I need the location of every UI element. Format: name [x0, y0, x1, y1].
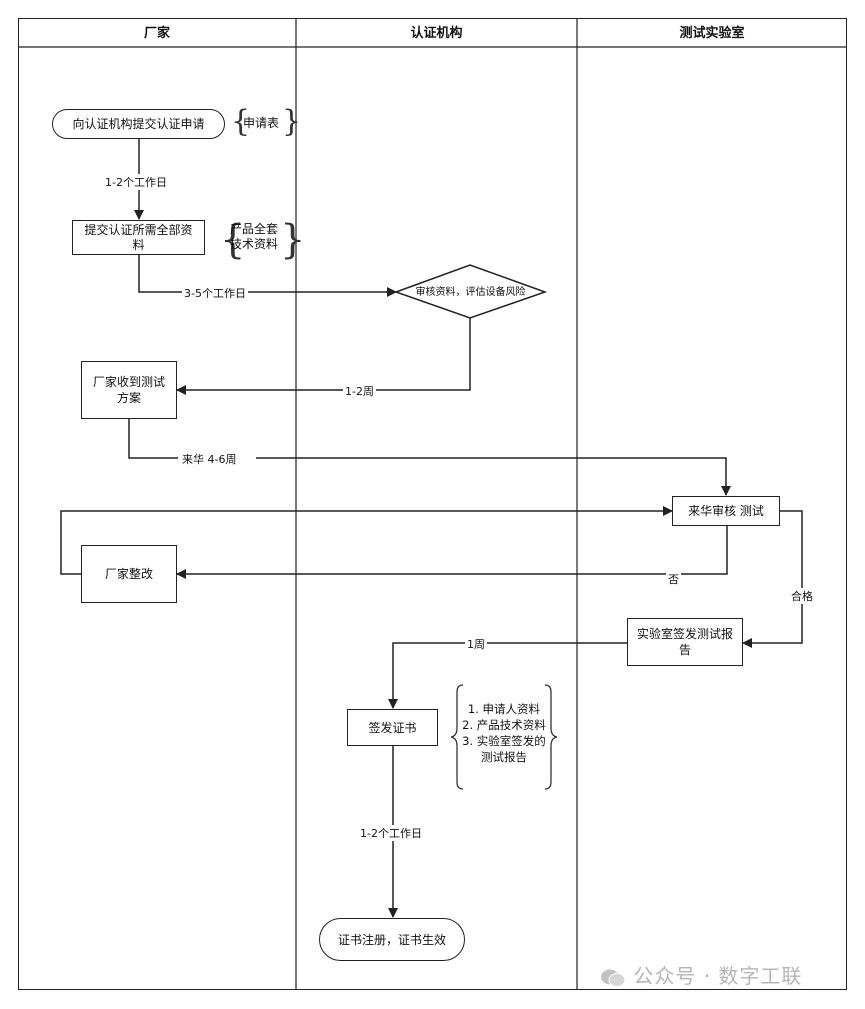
node-review-decision-text: 审核资料，评估设备风险: [415, 287, 526, 298]
arrow-to-review: [138, 255, 397, 297]
edge-label-to-documents: 1-2个工作日: [103, 174, 169, 190]
node-submit-application-text: 向认证机构提交认证申请: [72, 117, 205, 131]
note-cert-docs: 1. 申请人资料 2. 产品技术资料 3. 实验室签发的 测试报告: [459, 701, 549, 765]
note-application-form: 申请表: [243, 116, 280, 130]
arrow-pass: [742, 510, 803, 648]
brace-close-docs: }: [280, 217, 306, 263]
node-rectify-text: 厂家整改: [104, 567, 153, 581]
swimlane-frame: [18, 18, 847, 990]
lane-certification-body: 认证机构: [410, 26, 463, 41]
note-product-docs-line1: 产品全套: [230, 222, 279, 236]
note-cert-docs-3: 3. 实验室签发的: [462, 734, 546, 748]
arrow-to-issue: [388, 642, 627, 709]
node-submit-documents-line2: 料: [132, 237, 145, 252]
node-submit-application: 向认证机构提交认证申请: [52, 109, 225, 139]
brace-open-cert: [450, 684, 464, 790]
node-lab-report: 实验室签发测试报 告: [627, 618, 743, 666]
node-review-test-text: 来华审核 测试: [688, 504, 764, 518]
note-product-docs-line2: 技术资料: [230, 237, 279, 251]
node-review-test: 来华审核 测试: [672, 496, 780, 526]
arrow-to-plan: [176, 318, 471, 395]
node-rectify: 厂家整改: [81, 545, 177, 603]
note-cert-docs-2: 2. 产品技术资料: [462, 718, 546, 732]
edge-label-to-review: 3-5个工作日: [182, 285, 248, 301]
node-receive-plan-line1: 厂家收到测试: [92, 375, 165, 389]
note-cert-docs-4: 测试报告: [481, 750, 527, 764]
watermark: 公众号 · 数字工联: [600, 960, 802, 989]
edge-label-to-issue: 1周: [465, 636, 487, 652]
edge-label-to-plan: 1-2周: [343, 383, 376, 399]
arrow-to-test: [128, 419, 731, 496]
brace-open-docs: {: [220, 217, 246, 263]
watermark-text: 公众号 · 数字工联: [633, 964, 803, 988]
brace-close-form: }: [282, 104, 302, 139]
brace-open-form: {: [231, 104, 251, 139]
edge-label-to-effective: 1-2个工作日: [358, 825, 424, 841]
arrow-retest: [60, 506, 673, 575]
node-receive-plan: 厂家收到测试 方案: [81, 361, 177, 419]
note-product-docs: 产品全套 技术资料: [230, 222, 278, 252]
node-issue-certificate: 签发证书: [347, 709, 438, 746]
review-diamond: [393, 264, 548, 319]
lane-manufacturer: 厂家: [143, 26, 170, 41]
wechat-icon: [600, 968, 626, 988]
note-cert-docs-1: 1. 申请人资料: [467, 702, 541, 716]
edge-label-fail: 否: [666, 571, 681, 587]
arrow-fail: [176, 526, 728, 579]
node-issue-certificate-text: 签发证书: [368, 720, 417, 735]
edge-label-pass: 合格: [789, 588, 815, 604]
edge-label-to-test: 来华 4-6周: [178, 451, 257, 467]
node-certificate-effective-text: 证书注册，证书生效: [337, 932, 446, 947]
brace-close-cert: [544, 684, 558, 790]
node-submit-documents: 提交认证所需全部资 料: [72, 220, 205, 255]
node-receive-plan-line2: 方案: [116, 391, 141, 405]
node-certificate-effective: 证书注册，证书生效: [319, 918, 465, 961]
lane-test-lab: 测试实验室: [679, 26, 745, 41]
node-submit-documents-line1: 提交认证所需全部资: [84, 222, 193, 237]
node-lab-report-line1: 实验室签发测试报: [636, 627, 733, 641]
node-lab-report-line2: 告: [678, 643, 691, 657]
